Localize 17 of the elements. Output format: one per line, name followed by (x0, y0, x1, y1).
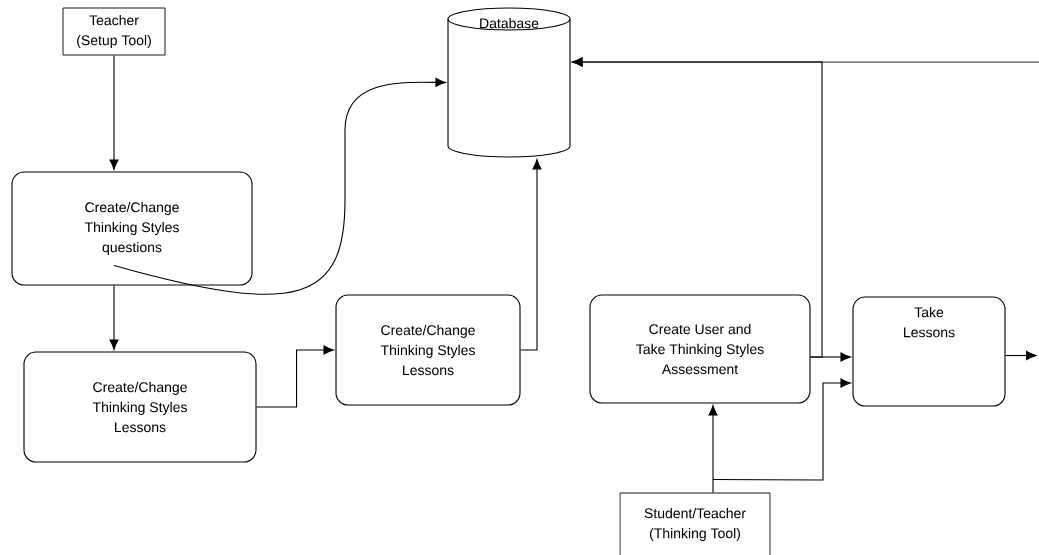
actor-box: Student/Teacher (Thinking Tool) (619, 492, 771, 555)
arrow (520, 159, 542, 351)
process-box: Create User and Take Thinking Styles Assessment (589, 294, 811, 404)
arrow (712, 378, 851, 481)
arrow (109, 54, 119, 170)
arrow (256, 345, 334, 408)
process-box: Create/Change Thinking Styles Lessons (23, 351, 257, 463)
process-box: Take Lessons (852, 296, 1006, 407)
process-box: Create/Change Thinking Styles questions (11, 171, 253, 286)
actor-box: Teacher (Setup Tool) (62, 7, 166, 56)
arrow (708, 405, 718, 494)
arrow (572, 57, 1039, 67)
database-cylinder: Database (447, 7, 571, 158)
process-box: Create/Change Thinking Styles Lessons (335, 294, 521, 406)
arrow (113, 77, 446, 295)
arrow (109, 285, 119, 350)
arrow (1005, 350, 1037, 361)
